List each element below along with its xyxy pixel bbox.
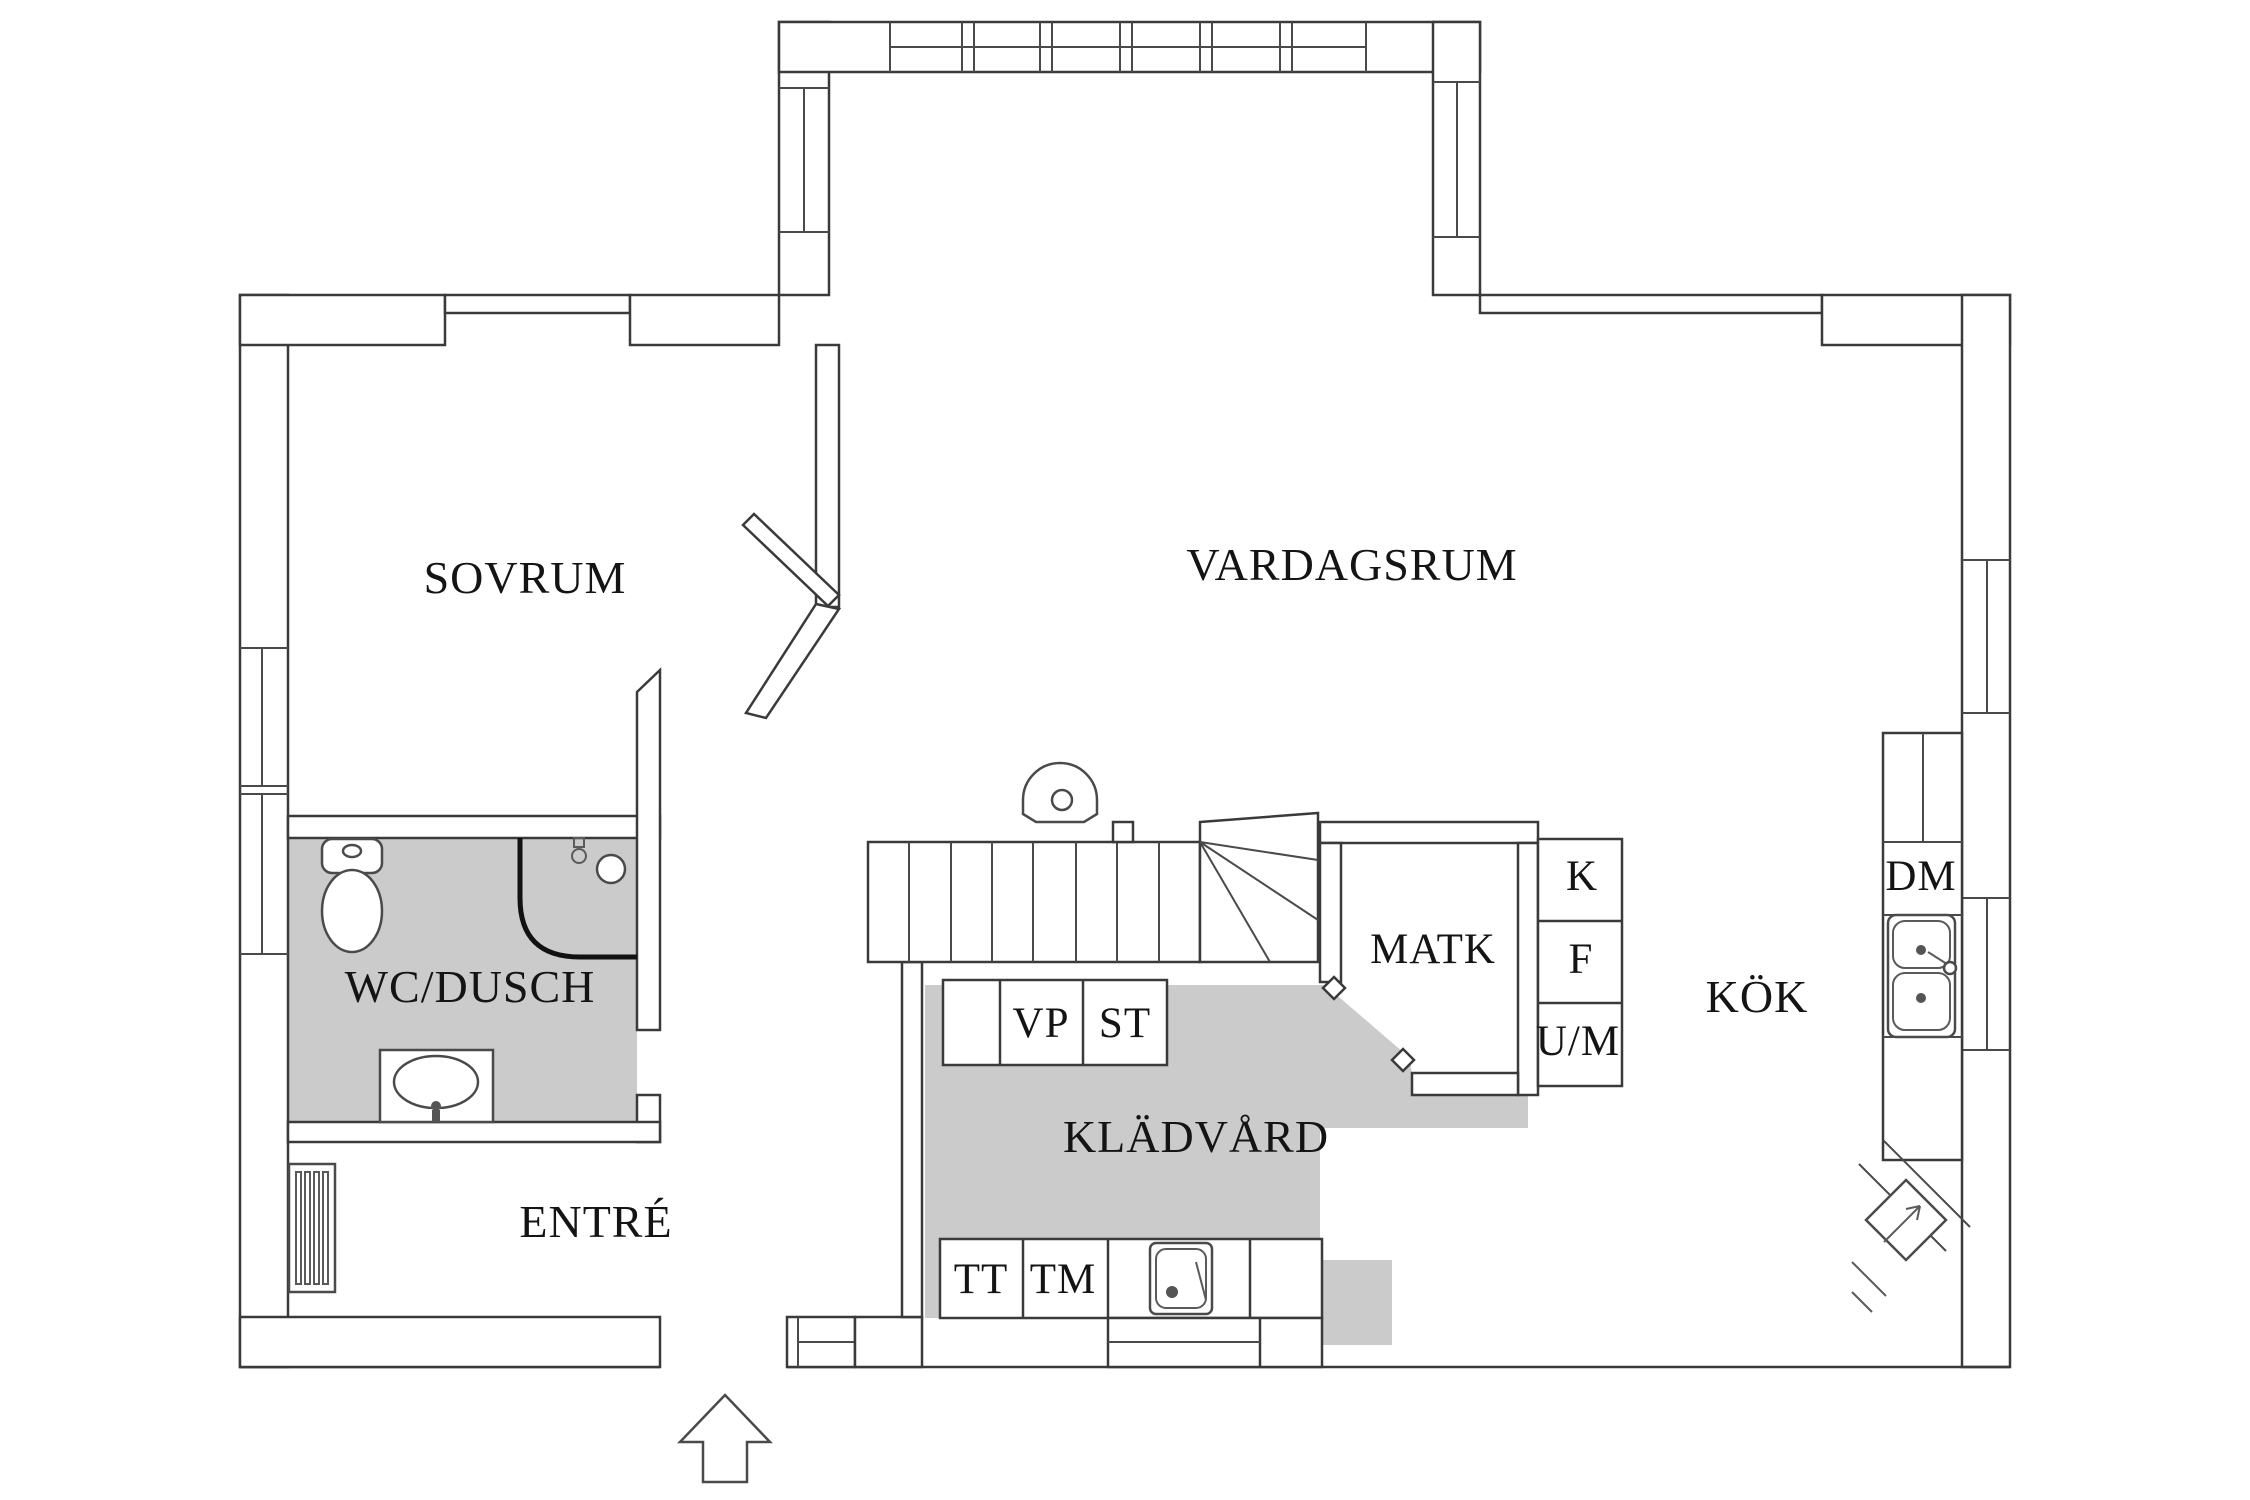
appliance-label-k: K — [1566, 853, 1598, 900]
room-label-kok: KÖK — [1706, 971, 1809, 1022]
room-label-vardagsrum: VARDAGSRUM — [1186, 539, 1517, 590]
room-label-sovrum: SOVRUM — [424, 552, 627, 603]
sovrum-south-wall — [286, 814, 662, 840]
bay-left-window — [779, 87, 829, 233]
wc-south-wall — [286, 1120, 662, 1144]
appliance-label-dm: DM — [1885, 853, 1956, 900]
room-label-kladvard: KLÄDVÅRD — [1063, 1111, 1329, 1162]
appliance-label-tm: TM — [1030, 1256, 1097, 1303]
room-label-matk: MATK — [1370, 926, 1496, 973]
sovrum-east-wall-diagonal — [744, 602, 842, 720]
laundry-upper-boxes — [941, 978, 1169, 1067]
appliance-label-vp: VP — [1013, 1000, 1070, 1047]
appliance-label-um: U/M — [1536, 1018, 1620, 1065]
top-wall-left2 — [628, 293, 781, 347]
wc-sink-icon — [378, 1048, 495, 1124]
room-label-entre: ENTRÉ — [519, 1196, 672, 1247]
appliance-column — [1536, 837, 1624, 1088]
sovrum-east-wall — [814, 343, 841, 609]
kitchen-sink-icon — [1886, 913, 1958, 1039]
matk-door-jamb-lower — [1390, 1047, 1416, 1073]
entry-step-cabinet — [785, 1315, 924, 1369]
bottom-wall-inner-band — [238, 1315, 662, 1369]
corner-counter-edge-a — [1882, 1139, 1971, 1228]
laundry-sink-icon — [1148, 1241, 1214, 1316]
bay-right-window — [1433, 81, 1480, 238]
top-wall-right-window — [1478, 293, 1824, 315]
room-label-wc-dusch: WC/DUSCH — [345, 961, 596, 1012]
entrance-arrow-icon — [677, 1393, 773, 1484]
toilet-icon — [320, 837, 384, 954]
ceiling-fan-icon — [1021, 761, 1099, 824]
left-wall-windows — [240, 647, 288, 955]
staircase — [866, 811, 1320, 964]
top-wall-left-window — [443, 293, 632, 315]
laundry-lower-boxes — [938, 1237, 1324, 1369]
stair-winder — [1198, 811, 1320, 964]
appliance-label-tt: TT — [954, 1256, 1009, 1303]
hall-laundry-wall — [900, 960, 924, 1319]
left-exterior-wall — [238, 293, 290, 1369]
shower-icon — [517, 837, 637, 960]
appliance-label-st: ST — [1099, 1000, 1151, 1047]
right-exterior-wall — [1960, 293, 2012, 1369]
wc-east-wall-upper — [635, 667, 662, 1032]
radiator-icon — [287, 1162, 337, 1294]
matk-walls — [1318, 820, 1540, 1097]
right-wall-windows — [1962, 559, 2010, 1051]
top-wall-left — [238, 293, 447, 347]
matk-door-jamb-upper — [1321, 975, 1347, 1001]
appliance-label-f: F — [1569, 936, 1594, 983]
sovrum-door-leaf — [741, 512, 841, 608]
stair-newel-post — [1111, 820, 1135, 844]
bay-top-windows — [889, 22, 1367, 72]
